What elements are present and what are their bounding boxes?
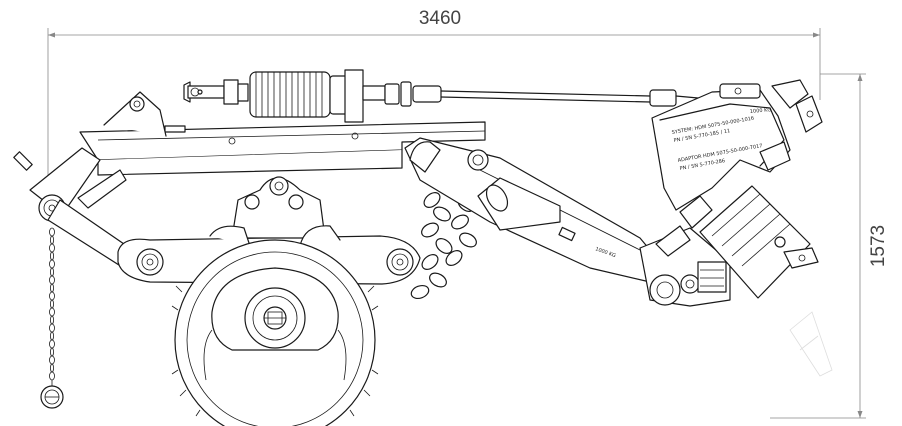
ghost-outline <box>789 311 833 377</box>
id-plate-assembly: 1000 KG SYSTEM: HDM 5075-50-000-1016 PN … <box>651 79 823 211</box>
width-dimension: 3460 <box>47 8 821 210</box>
left-link-arm <box>13 147 141 273</box>
hanging-chain <box>40 227 64 409</box>
top-load-label: 1000 KG <box>750 107 772 115</box>
height-dimension-label: 1573 <box>868 225 889 267</box>
spring-cylinder <box>183 69 721 123</box>
track-wheel <box>171 239 379 426</box>
main-frame <box>79 91 486 176</box>
gearbox-block <box>655 185 819 299</box>
width-dimension-label: 3460 <box>419 8 461 29</box>
center-bracket <box>209 176 341 247</box>
height-dimension: 1573 <box>770 73 889 419</box>
